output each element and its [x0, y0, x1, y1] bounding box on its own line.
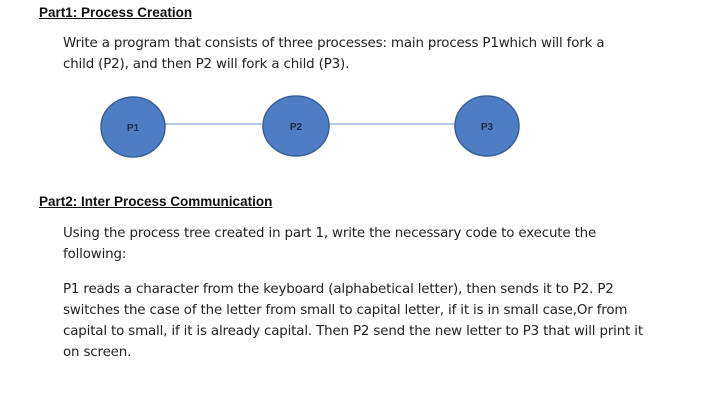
part2-body-line: switches the case of the letter from sma… [63, 303, 628, 318]
part1-heading: Part1: Process Creation [39, 5, 193, 20]
process-tree-diagram: P1 P2 P3 [100, 95, 520, 158]
part2-body-line: capital to small, if it is already capit… [63, 324, 643, 339]
part1-line: Write a program that consists of three p… [63, 36, 605, 51]
part2-body-line: on screen. [63, 345, 132, 360]
node-p3-label: P3 [481, 122, 494, 133]
node-p1-label: P1 [127, 123, 140, 134]
part1-line: child (P2), and then P2 will fork a chil… [63, 57, 350, 72]
part2-intro-line: Using the process tree created in part 1… [63, 226, 597, 241]
part2-body-line: P1 reads a character from the keyboard (… [63, 282, 614, 297]
node-p2-label: P2 [290, 122, 303, 133]
part2-heading: Part2: Inter Process Communication [39, 194, 273, 209]
part2-body: P1 reads a character from the keyboard (… [63, 279, 643, 363]
node-p3 [454, 95, 520, 157]
node-p1 [100, 96, 166, 158]
node-p2 [262, 95, 330, 157]
part2-intro-line: following: [63, 247, 127, 262]
part1-description: Write a program that consists of three p… [63, 33, 605, 75]
part2-intro: Using the process tree created in part 1… [63, 223, 596, 265]
